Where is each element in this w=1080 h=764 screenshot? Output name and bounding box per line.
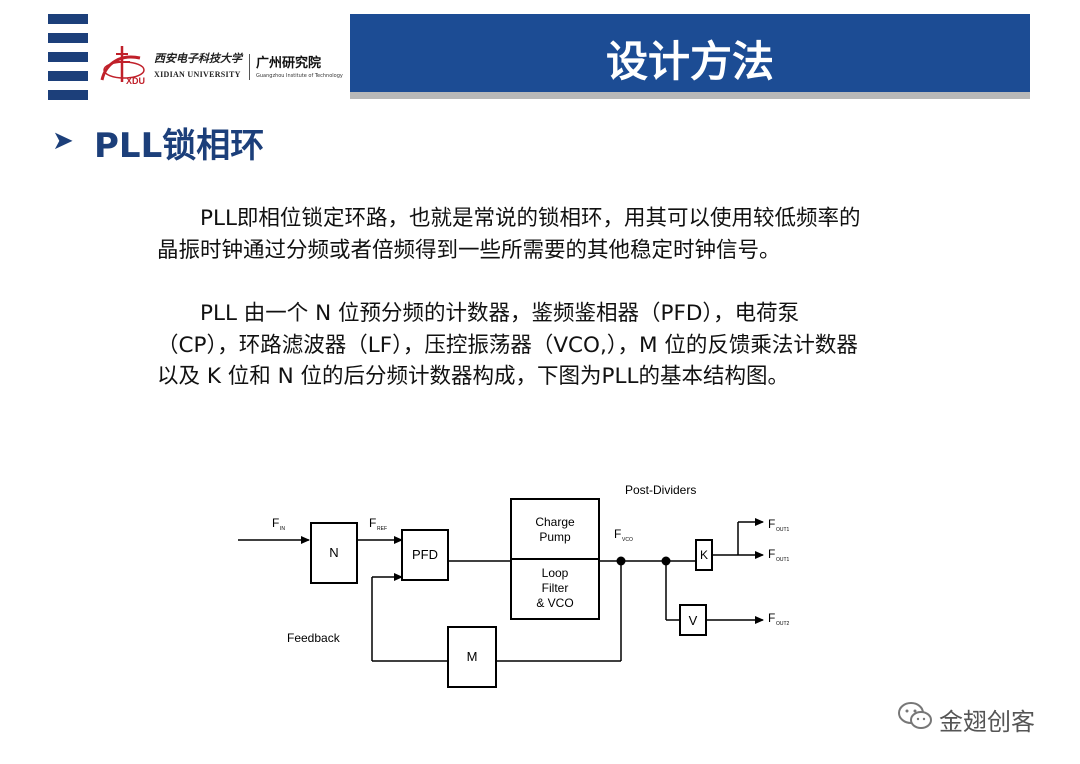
- block-n-label: N: [329, 545, 338, 560]
- svg-text:F: F: [768, 517, 775, 531]
- block-v: [679, 604, 707, 636]
- watermark: 金翅创客: [897, 700, 1035, 736]
- junction-dot-branch: [661, 556, 671, 566]
- svg-text:REF: REF: [377, 526, 387, 532]
- svg-text:F: F: [768, 611, 775, 625]
- block-v-label: V: [689, 613, 698, 628]
- svg-text:XDU: XDU: [126, 76, 145, 86]
- block-m-label: M: [467, 649, 478, 664]
- university-name-en: XIDIAN UNIVERSITY: [154, 70, 241, 79]
- institute-name-cn: 广州研究院: [256, 56, 322, 71]
- institute-name-en: Guangzhou Institute of Technology: [256, 73, 343, 79]
- junction-dot-vco: [616, 556, 626, 566]
- signal-label-fout1b: F OUT1: [768, 547, 790, 563]
- block-k-label: K: [700, 548, 708, 562]
- feedback-label: Feedback: [287, 631, 341, 645]
- watermark-text: 金翅创客: [939, 708, 1035, 736]
- pll-block-diagram: Post-Dividers Feedback F IN F REF F VCO …: [238, 483, 790, 688]
- svg-text:F: F: [369, 516, 376, 530]
- header-stripes: [48, 14, 88, 100]
- block-pfd: [401, 529, 449, 581]
- block-cp-label-2: Pump: [539, 530, 571, 544]
- svg-text:VCO: VCO: [622, 537, 633, 543]
- block-cp-label-1: Charge: [535, 515, 575, 529]
- block-charge-pump: [510, 498, 600, 560]
- paragraph-intro: PLL即相位锁定环路，也就是常说的锁相环，用其可以使用较低频率的晶振时钟通过分频…: [157, 206, 861, 263]
- signal-label-fout1a: F OUT1: [768, 517, 790, 533]
- signal-label-fvco: F VCO: [614, 527, 633, 543]
- xdu-emblem-icon: XDU: [100, 46, 145, 86]
- block-m: [447, 626, 497, 688]
- block-lf-label-2: Filter: [542, 581, 569, 595]
- signal-label-fref: F REF: [369, 516, 387, 532]
- svg-text:OUT2: OUT2: [776, 621, 790, 627]
- signal-label-fin: F IN: [272, 516, 285, 532]
- signal-label-fout2: F OUT2: [768, 611, 790, 627]
- paragraph-structure: PLL 由一个 N 位预分频的计数器，鉴频鉴相器（PFD），电荷泵（CP），环路…: [157, 301, 858, 389]
- page-title: 设计方法: [605, 37, 774, 86]
- university-logo: XDU 西安电子科技大学 XIDIAN UNIVERSITY 广州研究院 Gua…: [96, 40, 346, 88]
- block-pfd-label: PFD: [412, 547, 438, 562]
- block-k: [695, 539, 713, 571]
- block-lf-label-3: & VCO: [536, 596, 573, 610]
- svg-text:F: F: [272, 516, 279, 530]
- chevron-right-icon: ➤: [52, 126, 74, 156]
- university-name-cn: 西安电子科技大学: [154, 52, 242, 65]
- banner-shadow: [350, 92, 1030, 99]
- title-banner: 设计方法: [350, 14, 1030, 92]
- wechat-icon: [898, 702, 932, 729]
- block-n: [310, 522, 358, 584]
- section-heading: PLL锁相环: [94, 126, 265, 166]
- svg-text:OUT1: OUT1: [776, 527, 790, 533]
- block-lf-label-1: Loop: [542, 566, 569, 580]
- svg-text:OUT1: OUT1: [776, 557, 790, 563]
- block-loop-filter-vco: [510, 558, 600, 620]
- svg-text:IN: IN: [280, 526, 285, 532]
- logo-divider: [249, 54, 250, 80]
- post-dividers-label: Post-Dividers: [625, 483, 696, 497]
- svg-text:F: F: [768, 547, 775, 561]
- svg-text:F: F: [614, 527, 621, 541]
